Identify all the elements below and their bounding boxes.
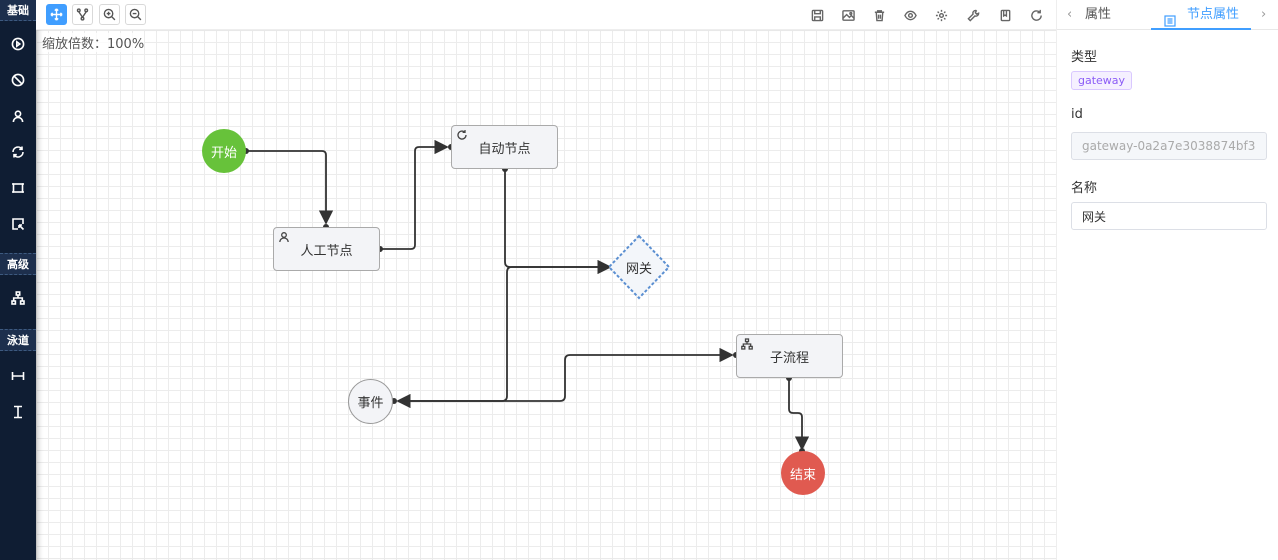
zoom-out-button[interactable] — [125, 4, 146, 25]
horizontal-lane-icon — [11, 372, 25, 380]
export-image-button[interactable] — [840, 7, 856, 23]
palette-vertical-lane[interactable] — [0, 394, 36, 430]
move-icon — [50, 8, 63, 21]
subprocess-node[interactable]: 子流程 — [736, 334, 843, 378]
save-button[interactable] — [809, 7, 825, 23]
vertical-lane-icon — [14, 405, 22, 419]
save-icon — [811, 9, 823, 21]
gateway-node-label: 网关 — [625, 261, 652, 277]
select-icon — [12, 218, 25, 231]
move-tool-button[interactable] — [46, 4, 67, 25]
palette-group-lane: 泳道 — [0, 329, 36, 351]
wrench-icon — [966, 9, 979, 22]
end-node[interactable]: 结束 — [781, 451, 825, 495]
start-node-label: 开始 — [210, 145, 237, 161]
connect-tool-button[interactable] — [72, 4, 93, 25]
gear-icon — [935, 9, 947, 21]
event-node[interactable]: 事件 — [348, 379, 393, 424]
gateway-node[interactable]: 网关 — [609, 236, 669, 298]
tab-prev-arrow[interactable]: ‹ — [1067, 7, 1073, 22]
subprocess-node-label: 子流程 — [769, 350, 809, 366]
manual-task-node[interactable]: 人工节点 — [273, 227, 380, 271]
document-button[interactable] — [997, 7, 1013, 23]
tab-properties[interactable]: 属性 — [1085, 7, 1112, 22]
frame-icon — [12, 183, 24, 193]
redo-icon — [1030, 9, 1042, 21]
palette-subprocess[interactable] — [0, 170, 36, 206]
tab-node-properties-label: 节点属性 — [1187, 7, 1240, 22]
branch-icon — [76, 8, 89, 21]
zoom-in-button[interactable] — [99, 4, 120, 25]
sitemap-icon — [11, 291, 25, 305]
name-label: 名称 — [1071, 181, 1098, 196]
event-node-label: 事件 — [357, 396, 384, 411]
flow-canvas[interactable] — [36, 30, 1056, 560]
top-toolbar — [36, 0, 1056, 30]
play-circle-icon — [11, 37, 25, 51]
user-icon — [278, 231, 290, 243]
node-palette: 基础 高级 泳道 — [0, 0, 36, 560]
palette-group-advanced: 高级 — [0, 253, 36, 275]
palette-end-event[interactable] — [0, 62, 36, 98]
manual-task-node-label: 人工节点 — [300, 243, 353, 259]
zoom-out-icon — [129, 8, 142, 21]
delete-button[interactable] — [871, 7, 887, 23]
refresh-icon — [456, 129, 468, 141]
zoom-in-icon — [103, 8, 116, 21]
list-icon — [1164, 9, 1176, 27]
tab-node-properties[interactable]: 节点属性 — [1151, 0, 1251, 30]
panel-tabs: ‹ 属性 节点属性 › — [1057, 0, 1278, 30]
stop-circle-icon — [11, 73, 25, 87]
book-icon — [1000, 9, 1010, 21]
palette-service-task[interactable] — [0, 134, 36, 170]
palette-sub-flow[interactable] — [0, 280, 36, 316]
property-panel: ‹ 属性 节点属性 › 类型 gateway id 名称 — [1056, 0, 1278, 560]
palette-selection[interactable] — [0, 206, 36, 242]
end-node-label: 结束 — [789, 467, 816, 483]
user-icon — [12, 110, 24, 123]
type-label: 类型 — [1071, 50, 1098, 65]
reset-button[interactable] — [1028, 7, 1044, 23]
id-label: id — [1071, 107, 1083, 122]
start-node[interactable]: 开始 — [202, 129, 246, 173]
auto-task-node-label: 自动节点 — [478, 141, 531, 157]
image-icon — [841, 9, 855, 21]
name-input[interactable] — [1071, 202, 1267, 230]
type-tag: gateway — [1071, 71, 1133, 90]
palette-user-task[interactable] — [0, 98, 36, 134]
zoom-level-text: 缩放倍数：100% — [42, 33, 145, 52]
refresh-icon — [12, 146, 24, 158]
palette-group-basic: 基础 — [0, 0, 36, 21]
tab-next-arrow[interactable]: › — [1261, 7, 1267, 22]
sitemap-icon — [741, 338, 753, 350]
settings-button[interactable] — [933, 7, 949, 23]
trash-icon — [874, 9, 884, 21]
palette-horizontal-lane[interactable] — [0, 358, 36, 394]
auto-task-node[interactable]: 自动节点 — [451, 125, 558, 169]
tools-button[interactable] — [965, 7, 981, 23]
eye-icon — [903, 10, 917, 20]
preview-button[interactable] — [902, 7, 918, 23]
id-input[interactable] — [1071, 132, 1267, 160]
palette-start-event[interactable] — [0, 26, 36, 62]
